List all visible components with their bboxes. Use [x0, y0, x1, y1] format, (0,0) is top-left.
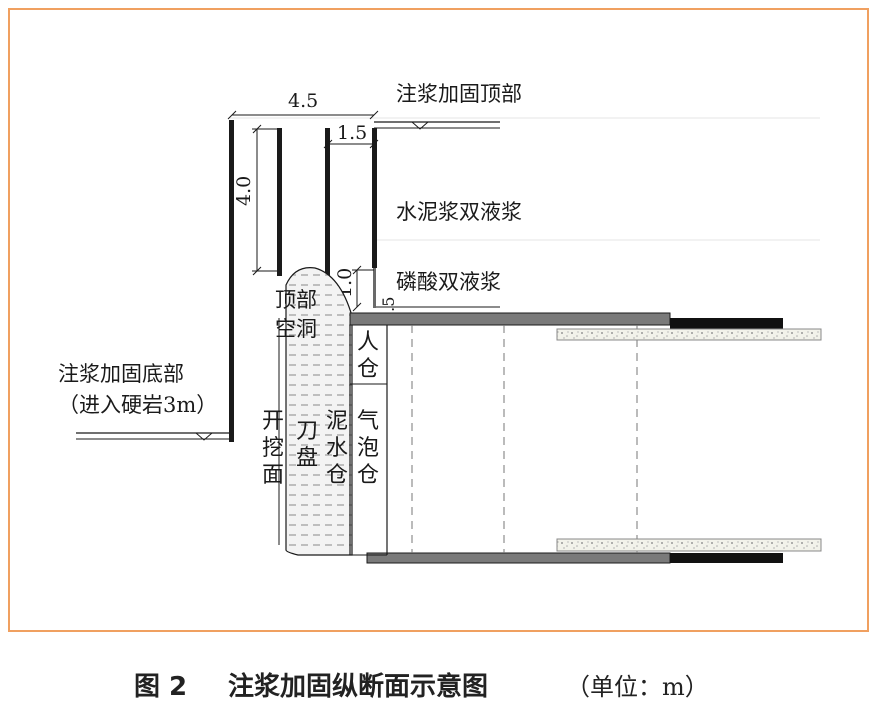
label-air-chamber: 气泡仓: [357, 409, 379, 488]
label-top-cavity-1: 顶部: [275, 288, 317, 312]
label-man-lock: 人仓: [357, 330, 379, 382]
label-cutterhead: 刀盘: [296, 419, 318, 471]
bottom-grout-level: [76, 432, 232, 441]
label-grout-bottom: 注浆加固底部: [58, 362, 184, 386]
figure-title: 注浆加固纵断面示意图: [228, 671, 488, 702]
figure-number: 图 2: [134, 672, 187, 702]
excavation-soil: [285, 267, 353, 556]
top-grout-level: [374, 121, 500, 130]
dimension-4-0: 4.0: [233, 124, 280, 276]
figure-unit: （单位：m）: [566, 673, 709, 701]
label-excavation-face: 开挖面: [262, 409, 284, 488]
grout-pipe-2: [277, 128, 282, 276]
dimension-4-5: 4.5: [227, 90, 379, 120]
lining-segment-bottom: [556, 538, 822, 552]
label-slurry-chamber: 泥水仓: [326, 409, 348, 488]
label-top-cavity-2: 空洞: [275, 317, 317, 341]
grout-pipe-outer: [229, 120, 234, 442]
label-phosphoric-double-slurry: 磷酸双液浆: [396, 270, 501, 294]
grout-pipe-inner: [372, 128, 377, 308]
lining-segment-top: [556, 328, 822, 341]
dimension-1-5: 1.5: [323, 122, 379, 149]
label-grout-top: 注浆加固顶部: [396, 82, 522, 106]
label-cement-double-slurry: 水泥浆双液浆: [396, 200, 522, 224]
shield-machine: [349, 312, 783, 564]
dimension-label-4-0: 4.0: [233, 176, 255, 206]
grout-pipe-3: [325, 128, 330, 276]
label-grout-bottom-note: （进入硬岩3m）: [58, 393, 217, 417]
dimension-label-1-5: 1.5: [337, 122, 367, 144]
dimension-label-4-5: 4.5: [288, 90, 318, 112]
